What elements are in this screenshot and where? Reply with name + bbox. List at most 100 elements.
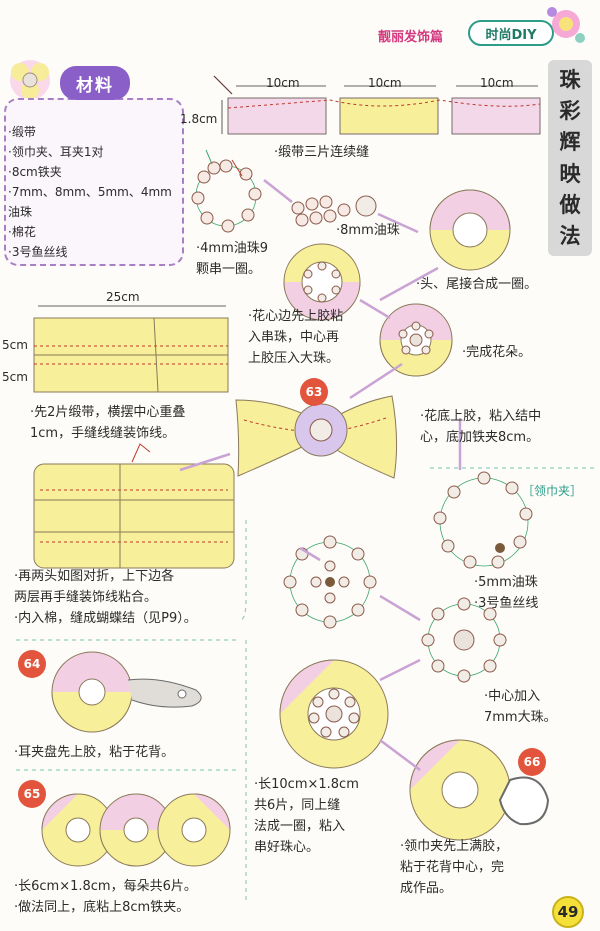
step-number-66: 66 — [518, 748, 546, 776]
step-scarf-beads: ·5mm油珠 ·3号鱼丝线 — [474, 572, 538, 614]
step-line: ·先2片缎带，横摆中心重叠 — [30, 405, 186, 420]
step-bow-glue: ·花底上胶，粘入结中 心，底加铁夹8cm。 — [420, 406, 541, 448]
page-header: 靓丽发饰篇 时尚DIY — [0, 0, 600, 60]
material-item: ·缎带 — [8, 125, 36, 139]
step-line: ·做法同上，底粘上8cm铁夹。 — [14, 900, 190, 915]
step-number-63: 63 — [300, 378, 328, 406]
step-line: 串好珠心。 — [254, 840, 320, 855]
step-bead-8mm: ·8mm油珠 — [336, 223, 400, 238]
step-line: 成作品。 — [400, 881, 453, 896]
side-title-char: 彩 — [559, 98, 581, 123]
step-line: 共6片，同上缝 — [254, 798, 341, 813]
bow-height-1: 5cm — [2, 338, 28, 352]
step-line: ·内入棉，缝成蝴蝶结（见P9）。 — [14, 611, 197, 626]
scarf-bead-ring-b-diagram — [283, 535, 377, 629]
material-item: ·3号鱼丝线 — [8, 245, 68, 259]
bow-width: 25cm — [106, 290, 140, 304]
material-item: 油珠 — [8, 205, 33, 219]
materials-list: ·缎带 ·领巾夹、耳夹1对 ·8cm铁夹 ·7mm、8mm、5mm、4mm 油珠… — [8, 122, 172, 262]
ribbon-strips-diagram — [213, 75, 541, 135]
ribbon-caption: ·缎带三片连续缝 — [274, 145, 370, 160]
step-line: ·3号鱼丝线 — [474, 596, 539, 611]
step-line: 两层再手缝装饰线粘合。 — [14, 590, 158, 605]
bead-cluster-8mm-diagram — [291, 195, 377, 227]
page-number: 49 — [552, 896, 584, 928]
step-line: ·长10cm×1.8cm — [254, 777, 359, 792]
flower-beaded-diagram — [283, 243, 361, 321]
material-flower-icon — [10, 60, 50, 100]
material-item: ·7mm、8mm、5mm、4mm — [8, 185, 172, 199]
hairclip-flowers-diagram — [41, 793, 231, 867]
side-title-char: 珠 — [559, 67, 581, 92]
bead-ring-4mm-diagram — [191, 149, 262, 233]
ribbon-width-b: 10cm — [368, 76, 402, 90]
side-title-char: 映 — [559, 161, 581, 186]
step-number-65: 65 — [18, 780, 46, 808]
step-line: 法成一圈，粘入 — [254, 819, 346, 834]
materials-title-label: 材料 — [76, 75, 114, 96]
bow-ribbon-diagram — [33, 305, 229, 393]
material-item: ·8cm铁夹 — [8, 165, 62, 179]
step-number-label: 66 — [523, 755, 541, 769]
step-line: ·花心边先上胶粘 — [248, 309, 344, 324]
step-glue-center: ·花心边先上胶粘 入串珠，中心再 上胶压入大珠。 — [248, 306, 343, 369]
step-line: 心，底加铁夹8cm。 — [420, 430, 540, 445]
step-scarf-center: ·中心加入 7mm大珠。 — [484, 686, 557, 728]
bow-height-2: 5cm — [2, 370, 28, 384]
step-number-64: 64 — [18, 650, 46, 678]
step-line: ·5mm油珠 — [474, 575, 538, 590]
side-title-char: 法 — [559, 224, 581, 249]
step-line: 颗串一圈。 — [196, 262, 262, 277]
section-dividers — [16, 467, 596, 900]
step-hairclip: ·长6cm×1.8cm，每朵共6片。 ·做法同上，底粘上8cm铁夹。 — [14, 876, 197, 918]
side-title-char: 辉 — [559, 130, 581, 155]
section-title: 靓丽发饰篇 — [378, 30, 444, 45]
section-scarf-clip: ［领巾夹］ — [522, 484, 583, 498]
step-line: ·长6cm×1.8cm，每朵共6片。 — [14, 879, 197, 894]
step-line: 7mm大珠。 — [484, 710, 557, 725]
step-line: 上胶压入大珠。 — [248, 351, 340, 366]
ribbon-width-a: 10cm — [266, 76, 300, 90]
step-bow-fold: ·再两头如图对折，上下边各 两层再手缝装饰线粘合。 ·内入棉，缝成蝴蝶结（见P9… — [14, 566, 197, 629]
step-line: ·再两头如图对折，上下边各 — [14, 569, 175, 584]
step-bead-ring: ·4mm油珠9 颗串一圈。 — [196, 238, 268, 280]
ribbon-ring-diagram — [429, 189, 511, 271]
step-line: ·领巾夹先上满胶， — [400, 839, 509, 854]
corner-flower-icon — [547, 7, 585, 43]
step-line: ·4mm油珠9 — [196, 241, 269, 256]
materials-title: 材料 — [60, 66, 130, 100]
page-number-label: 49 — [557, 903, 579, 921]
scarf-bead-ring-c-diagram — [421, 597, 507, 683]
finished-flower-diagram — [379, 303, 453, 377]
scarf-clip-final-diagram — [409, 739, 550, 841]
step-number-label: 65 — [23, 787, 41, 801]
step-flower-done: ·完成花朵。 — [462, 345, 532, 360]
ribbon-height: 1.8cm — [180, 112, 218, 126]
bow-diagram — [235, 395, 398, 479]
step-scarf-ribbon: ·长10cm×1.8cm 共6片，同上缝 法成一圈，粘入 串好珠心。 — [254, 774, 359, 858]
side-title-char: 做 — [559, 192, 581, 217]
step-scarf-final: ·领巾夹先上满胶， 粘于花背中心，完 成作品。 — [400, 836, 508, 899]
step-number-label: 64 — [23, 657, 41, 671]
flow-arrows — [179, 179, 462, 771]
diy-tag-label: 时尚DIY — [485, 27, 537, 43]
earclip-flower-diagram — [51, 651, 202, 733]
step-number-label: 63 — [305, 385, 323, 399]
step-join-ring: ·头、尾接合成一圈。 — [416, 277, 538, 292]
step-line: ·中心加入 — [484, 689, 541, 704]
step-earclip: ·耳夹盘先上胶，粘于花背。 — [14, 745, 175, 760]
ribbon-width-c: 10cm — [480, 76, 514, 90]
scarf-flower-diagram — [279, 659, 389, 769]
step-line: 入串珠，中心再 — [248, 330, 340, 345]
folded-bow-diagram — [33, 443, 235, 569]
scarf-bead-ring-a-diagram — [433, 471, 533, 569]
step-line: ·花底上胶，粘入结中 — [420, 409, 542, 424]
material-item: ·棉花 — [8, 225, 36, 239]
diy-tag: 时尚DIY — [468, 20, 554, 46]
side-title: 珠 彩 辉 映 做 法 — [548, 60, 592, 256]
step-bow-ribbon: ·先2片缎带，横摆中心重叠 1cm，手缝线缝装饰线。 — [30, 402, 185, 444]
material-item: ·领巾夹、耳夹1对 — [8, 145, 104, 159]
step-line: 粘于花背中心，完 — [400, 860, 505, 875]
step-line: 1cm，手缝线缝装饰线。 — [30, 426, 176, 441]
